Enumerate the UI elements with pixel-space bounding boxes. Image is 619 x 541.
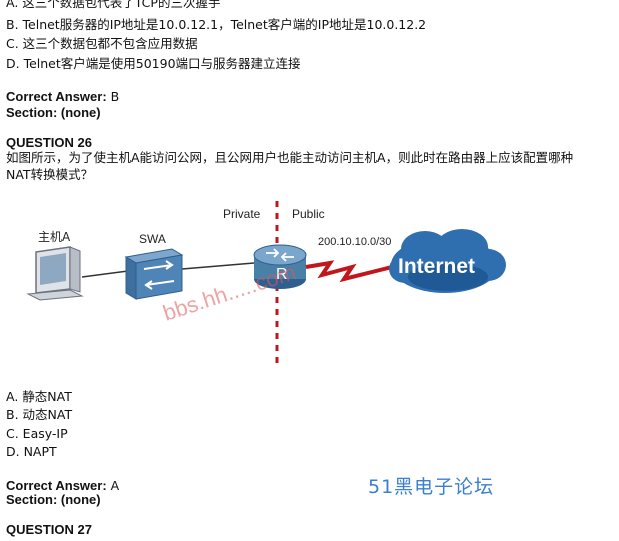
prev-correct-value: B: [110, 89, 120, 104]
host-a-label: 主机A: [38, 230, 71, 244]
option-d: D. NAPT: [6, 444, 57, 459]
prev-option-c: C. 这三个数据包都不包含应用数据: [6, 36, 198, 51]
link-host-switch: [81, 270, 129, 278]
forum-watermark: 51黑电子论坛: [368, 476, 495, 498]
option-b: B. 动态NAT: [6, 407, 73, 422]
question-text-line1: 如图所示，为了使主机A能访问公网，且公网用户也能主动访问主机A，则此时在路由器上…: [6, 150, 574, 165]
switch-icon: [124, 248, 184, 300]
option-c: C. Easy-IP: [6, 426, 68, 441]
next-question-title: QUESTION 27: [6, 522, 92, 537]
correct-answer: Correct Answer: A: [6, 478, 119, 494]
switch-label: SWA: [139, 232, 166, 246]
router-icon: R: [253, 244, 307, 289]
prev-option-b: B. Telnet服务器的IP地址是10.0.12.1，Telnet客户端的IP…: [6, 17, 427, 32]
question-text-line2: NAT转换模式？: [6, 167, 94, 182]
prev-section: Section: (none): [6, 105, 101, 120]
computer-icon: [26, 246, 84, 301]
prev-correct-label: Correct Answer:: [6, 89, 107, 104]
prev-option-d: D. Telnet客户端是使用50190端口与服务器建立连接: [6, 56, 301, 71]
private-label: Private: [223, 207, 261, 221]
internet-label: Internet: [398, 255, 475, 278]
prev-correct-answer: Correct Answer: B: [6, 89, 119, 105]
question-text: 如图所示，为了使主机A能访问公网，且公网用户也能主动访问主机A，则此时在路由器上…: [6, 149, 614, 183]
router-letter: R: [276, 266, 288, 283]
prev-option-a: A. 这三个数据包代表了TCP的三次握手: [6, 0, 221, 10]
internet-cloud-icon: [389, 229, 506, 293]
link-switch-router: [181, 262, 255, 270]
wan-link: [305, 260, 393, 283]
question-title: QUESTION 26: [6, 135, 92, 150]
correct-value: A: [110, 478, 120, 493]
public-label: Public: [292, 207, 325, 221]
ip-label: 200.10.10.0/30: [318, 236, 391, 248]
correct-label: Correct Answer:: [6, 478, 107, 493]
option-a: A. 静态NAT: [6, 389, 72, 404]
network-diagram: Private Public 主机A SWA R 200.10.10.0/30: [26, 201, 506, 365]
section-label: Section: (none): [6, 492, 101, 507]
